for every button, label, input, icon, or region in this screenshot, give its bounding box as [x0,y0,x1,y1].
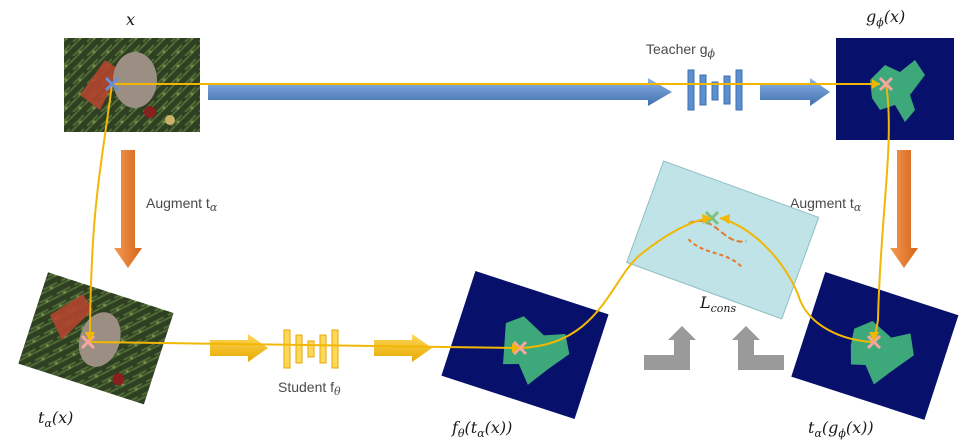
student-arrow-right [374,334,432,362]
teacher-output-mask [836,38,954,140]
augment-arrow-left [114,150,142,268]
augmented-teacher-mask [791,271,959,420]
teacher-label: Teacher gϕ [646,41,715,60]
teacher-output-label: gϕ(x) [866,7,905,29]
student-arrow-left [210,334,268,362]
consistency-loss-label: Lcons [699,293,736,315]
teacher-arrow-right [760,78,830,106]
student-network-icon [283,329,339,369]
tracking-lines [87,83,890,349]
tracking-arrowheads [85,79,880,353]
augment-right-label: Augment tα [790,195,862,214]
gray-arrow-left [644,326,696,370]
student-label: Student fθ [278,379,341,398]
consistency-panel [626,160,820,320]
gray-arrow-right [732,326,784,370]
augment-left-label: Augment tα [146,195,218,214]
augmented-photo-label: tα(x) [38,408,73,430]
augment-arrow-right [890,150,918,268]
teacher-arrow [208,78,672,106]
augmented-teacher-label: tα(gϕ(x)) [808,418,874,440]
student-output-label: fθ(tα(x)) [451,418,512,440]
teacher-network-icon [687,69,743,111]
augmented-photo [18,272,174,405]
x-label: x [126,10,135,29]
